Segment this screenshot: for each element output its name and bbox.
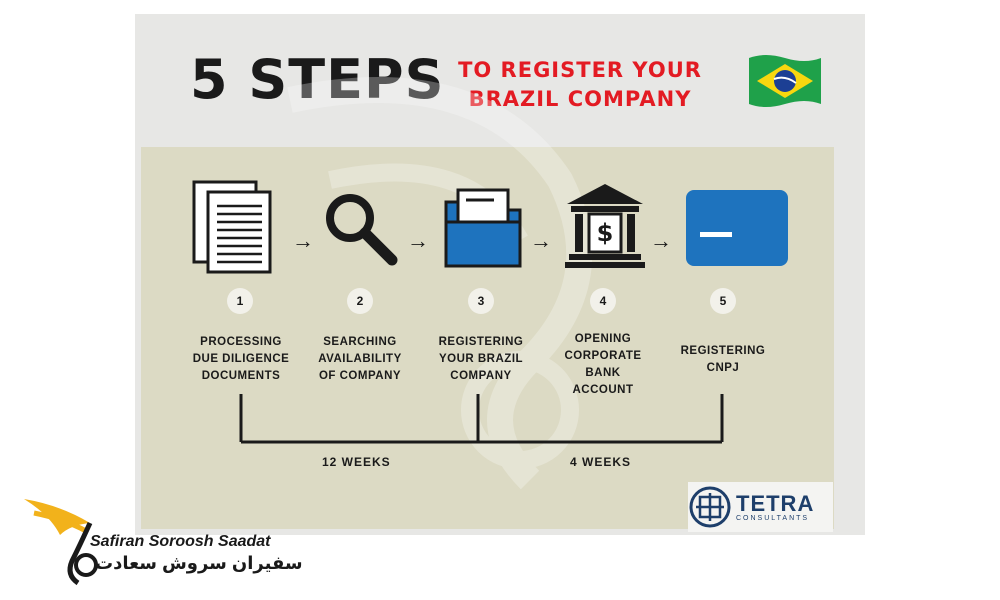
step-4-line-3: BANK [585, 367, 621, 379]
step-2-line-3: OF COMPANY [318, 370, 402, 382]
step-label-4: OPENING CORPORATE BANK ACCOUNT [543, 331, 663, 399]
step-5-line-1: REGISTERING [680, 345, 766, 357]
step-number-4: 4 [590, 288, 616, 314]
timeline-bracket [239, 394, 724, 444]
tetra-name: TETRA [736, 490, 815, 516]
tetra-logo: TETRA CONSULTANTS [688, 482, 833, 532]
step-1-line-2: DUE DILIGENCE [192, 353, 290, 365]
subtitle: TO REGISTER YOUR BRAZIL COMPANY [430, 56, 730, 114]
step-3-line-3: COMPANY [450, 370, 512, 382]
arrow-1-to-2: → [292, 228, 314, 253]
step-label-3: REGISTERING YOUR BRAZIL COMPANY [421, 334, 541, 385]
documents-icon [192, 180, 272, 274]
title-5-steps: 5 STEPS [190, 48, 445, 111]
step-4-line-1: OPENING [574, 333, 632, 345]
arrow-4-to-5: → [650, 228, 672, 253]
step-2-line-1: SEARCHING [323, 336, 397, 348]
brand-name-english: Safiran Soroosh Saadat [90, 533, 271, 550]
safiran-bird-logo-icon [24, 499, 98, 586]
magnifier-icon [326, 194, 398, 266]
bank-icon: $ [565, 184, 645, 268]
step-3-line-1: REGISTERING [438, 336, 524, 348]
step-number-3: 3 [468, 288, 494, 314]
subtitle-line-2: BRAZIL COMPANY [468, 87, 692, 111]
step-3-line-2: YOUR BRAZIL [438, 353, 524, 365]
svg-text:$: $ [597, 219, 614, 247]
step-1-line-3: DOCUMENTS [201, 370, 281, 382]
tetra-subtitle: CONSULTANTS [736, 514, 810, 522]
tetra-emblem-icon [689, 486, 731, 528]
subtitle-line-1: TO REGISTER YOUR [458, 58, 702, 82]
brazil-flag-icon [749, 55, 821, 107]
step-number-2: 2 [347, 288, 373, 314]
step-label-2: SEARCHING AVAILABILITY OF COMPANY [300, 334, 420, 385]
duration-12-weeks: 12 WEEKS [322, 455, 391, 469]
arrow-3-to-4: → [530, 228, 552, 253]
step-4-line-2: CORPORATE [564, 350, 642, 362]
folder-icon [444, 188, 522, 268]
step-5-line-2: CNPJ [706, 362, 740, 374]
arrow-2-to-3: → [407, 228, 429, 253]
step-2-line-2: AVAILABILITY [318, 353, 402, 365]
step-4-line-4: ACCOUNT [572, 384, 634, 396]
step-1-line-1: PROCESSING [200, 336, 282, 348]
step-label-1: PROCESSING DUE DILIGENCE DOCUMENTS [181, 334, 301, 385]
brand-name-persian: سفیران سروش سعادت [95, 553, 303, 573]
step-label-5: REGISTERING CNPJ [663, 343, 783, 377]
duration-4-weeks: 4 WEEKS [570, 455, 632, 469]
card-icon [686, 190, 788, 266]
step-number-5: 5 [710, 288, 736, 314]
step-number-1: 1 [227, 288, 253, 314]
